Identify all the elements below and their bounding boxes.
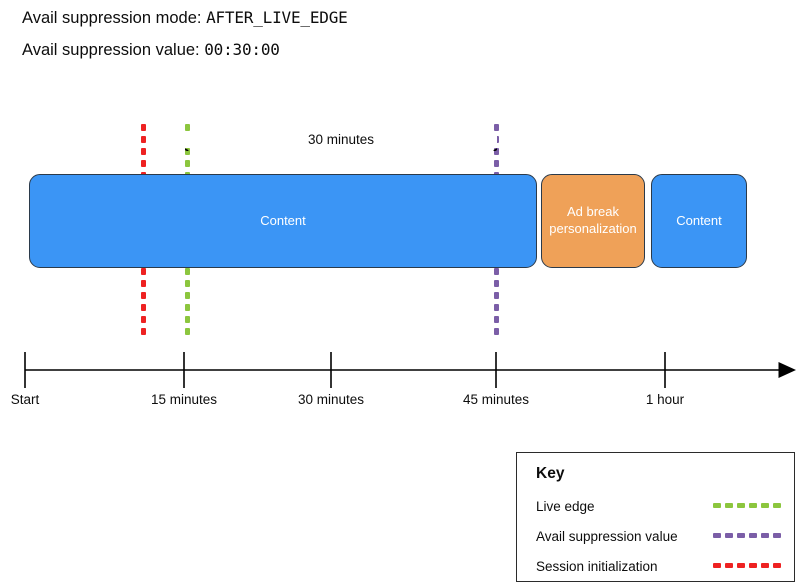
key-swatch-session-initialization [713, 563, 781, 568]
avail-suppression-mode-label: Avail suppression mode: [22, 9, 202, 27]
avail-suppression-value-line: Avail suppression value: 00:30:00 [22, 40, 280, 60]
avail-suppression-value-value: 00:30:00 [204, 40, 280, 59]
segment-label: Ad break personalization [549, 204, 636, 237]
axis-tick-label-0: Start [10, 392, 40, 407]
key-swatch-avail-suppression-value [713, 533, 781, 538]
timeline-segment-ad-break: Ad break personalization [541, 174, 645, 268]
axis-tick-label-3: 45 minutes [462, 392, 530, 407]
span-arrow-label: 30 minutes [185, 132, 497, 147]
axis-tick-label-1: 15 minutes [150, 392, 218, 407]
axis-tick-label-4: 1 hour [645, 392, 685, 407]
key-item-live-edge: Live edge [536, 497, 781, 515]
span-arrow-30-minutes: 30 minutes [185, 132, 497, 158]
segment-label: Content [676, 212, 722, 228]
time-axis [24, 352, 796, 388]
avail-suppression-value-label: Avail suppression value: [22, 41, 200, 59]
key-item-label: Avail suppression value [536, 528, 678, 544]
axis-ticks [24, 352, 666, 388]
key-swatch-live-edge [713, 503, 781, 508]
key-title: Key [536, 465, 565, 482]
avail-suppression-mode-value: AFTER_LIVE_EDGE [206, 8, 348, 27]
segment-label: Content [260, 212, 306, 228]
avail-suppression-mode-line: Avail suppression mode: AFTER_LIVE_EDGE [22, 8, 348, 28]
key-item-session-initialization: Session initialization [536, 557, 781, 575]
key-legend-box: Key Live edge Avail suppression value Se… [516, 452, 795, 582]
key-item-label: Live edge [536, 498, 595, 514]
axis-tick-label-2: 30 minutes [297, 392, 365, 407]
segment-label-line-2: personalization [549, 221, 637, 236]
key-item-label: Session initialization [536, 558, 658, 574]
timeline-segment-content-1: Content [29, 174, 537, 268]
timeline-segment-content-2: Content [651, 174, 747, 268]
key-item-avail-suppression-value: Avail suppression value [536, 527, 781, 545]
segment-label-line-1: Ad break [566, 204, 620, 220]
